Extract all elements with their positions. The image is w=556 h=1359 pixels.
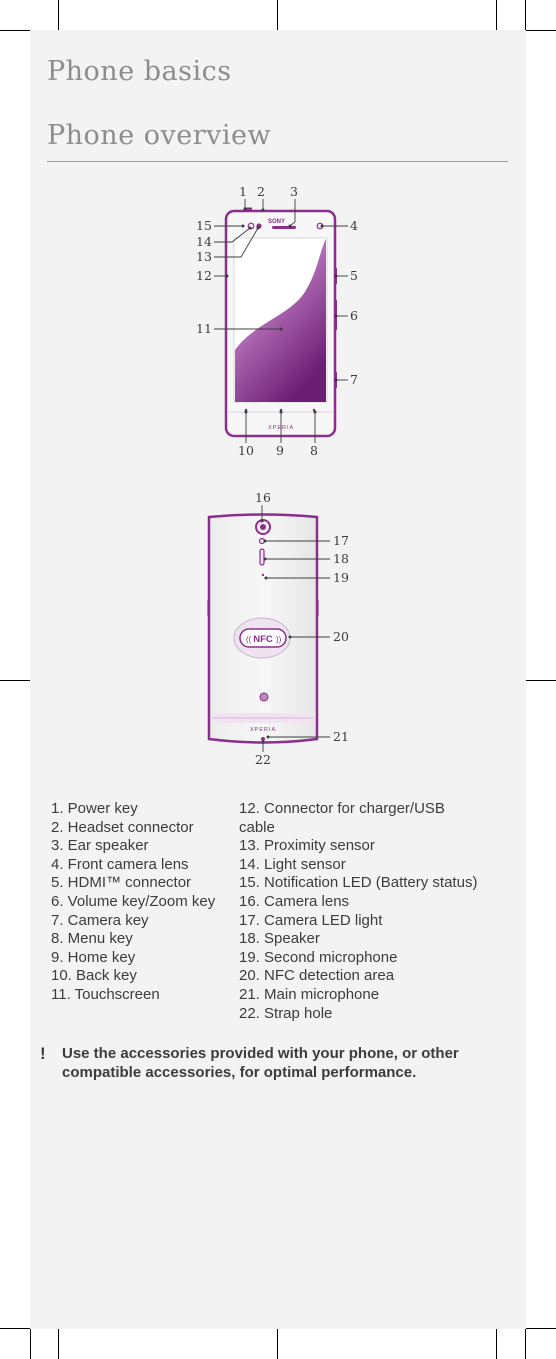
callout-4: 4 (350, 218, 358, 233)
callout-13: 13 (196, 249, 212, 264)
legend-item: 7. Camera key (51, 911, 149, 929)
callout-18: 18 (333, 551, 349, 566)
callout-3: 3 (290, 184, 298, 199)
speaker (259, 548, 265, 566)
legend-item: 6. Volume key/Zoom key (51, 892, 216, 910)
legend-item: 17. Camera LED light (239, 911, 383, 929)
legend-item: 22. Strap hole (239, 1004, 333, 1022)
callout-7: 7 (350, 372, 358, 387)
screen-wallpaper (235, 239, 326, 402)
legend-item: 2. Headset connector (51, 818, 194, 836)
callout-6: 6 (350, 308, 358, 323)
callout-21: 21 (333, 729, 349, 744)
legend-item: 4. Front camera lens (51, 855, 189, 873)
legend-item: 1. Power key (51, 800, 138, 817)
main-microphone (261, 737, 265, 741)
back-logo (259, 692, 269, 702)
legend-item: 15. Notification LED (Battery status) (239, 874, 478, 892)
phone-diagram: SONY XPERIA (196, 184, 358, 767)
back-view: NFC (( )) XPERIA 16 17 18 19 20 21 22 (207, 490, 349, 767)
legend-right: 12. Connector for charger/USB cable 13. … (239, 800, 477, 1023)
callout-20: 20 (333, 629, 349, 644)
callout-5: 5 (350, 268, 358, 283)
exclamation-icon: ! (40, 1044, 46, 1063)
callout-8: 8 (310, 443, 318, 458)
callout-12: 12 (196, 268, 212, 283)
callout-17: 17 (333, 533, 349, 548)
svg-text:((: (( (246, 635, 252, 644)
legend-item: 16. Camera lens (239, 892, 350, 910)
callout-9: 9 (276, 443, 284, 458)
second-microphone (261, 573, 265, 577)
callout-22: 22 (255, 752, 271, 767)
legend-item: 14. Light sensor (239, 855, 346, 873)
legend-item: 19. Second microphone (239, 948, 398, 966)
title-divider (47, 161, 508, 162)
callout-16: 16 (255, 490, 271, 505)
legend-item: cable (239, 818, 275, 836)
legend-item: 12. Connector for charger/USB (239, 800, 445, 817)
callout-14: 14 (196, 234, 212, 249)
legend-item: 13. Proximity sensor (239, 837, 375, 855)
section-title: Phone basics (47, 56, 232, 87)
model-label-back: XPERIA (250, 727, 276, 733)
brand-label: SONY (268, 219, 285, 225)
callout-19: 19 (333, 570, 349, 585)
legend-item: 9. Home key (51, 948, 136, 966)
note-text: Use the accessories provided with your p… (62, 1045, 459, 1081)
callout-15: 15 (196, 218, 212, 233)
callout-10: 10 (238, 443, 254, 458)
front-view: SONY XPERIA (196, 184, 358, 458)
legend-item: 11. Touchscreen (51, 985, 160, 1003)
nfc-label: NFC (253, 634, 273, 645)
subsection-title: Phone overview (47, 120, 272, 151)
accessory-note: ! Use the accessories provided with your… (40, 1044, 510, 1082)
legend-item: 8. Menu key (51, 930, 133, 948)
legend-item: 5. HDMI™ connector (51, 874, 192, 892)
legend-item: 20. NFC detection area (239, 967, 395, 985)
ear-speaker (272, 226, 296, 229)
legend-left: 1. Power key 2. Headset connector 3. Ear… (51, 800, 215, 1005)
legend-item: 10. Back key (51, 967, 137, 985)
legend-item: 18. Speaker (239, 930, 320, 948)
legend-item: 3. Ear speaker (51, 837, 149, 855)
svg-text:)): )) (276, 635, 282, 644)
callout-11: 11 (196, 321, 212, 336)
callout-2: 2 (257, 184, 265, 199)
legend-item: 21. Main microphone (239, 985, 380, 1003)
callout-1: 1 (239, 184, 247, 199)
